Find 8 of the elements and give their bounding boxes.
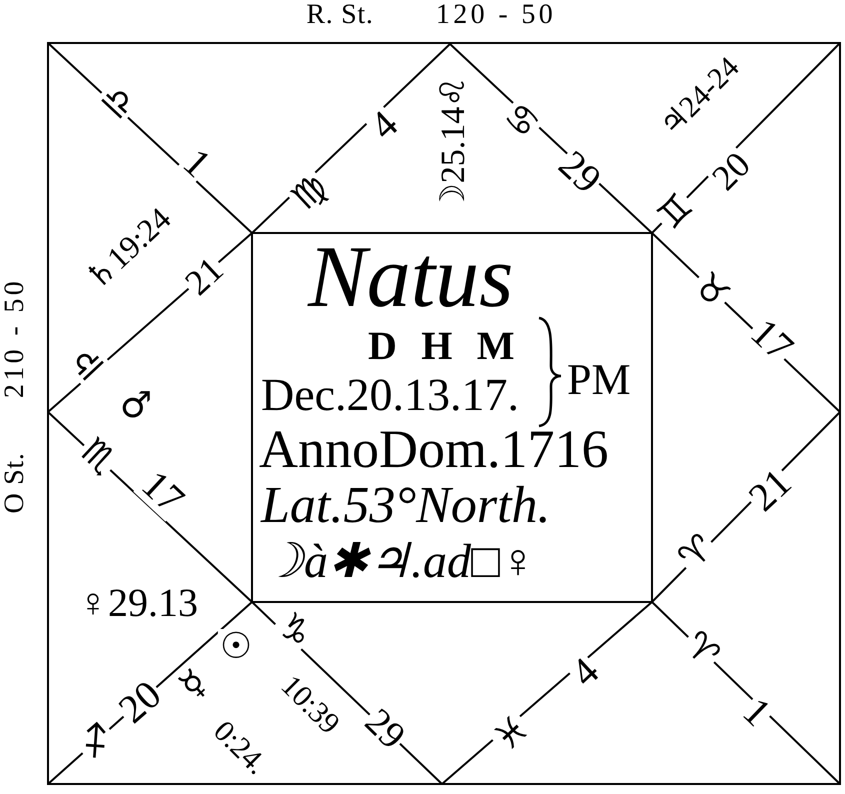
pm-label: PM	[567, 358, 631, 402]
year-text: AnnoDom.1716	[259, 422, 608, 476]
aspect-text: ☽à✱♃.ad□♀	[261, 538, 536, 586]
latitude-text: Lat.53°North.	[261, 480, 551, 532]
center-panel	[251, 232, 653, 603]
time-units-label: D H M	[368, 326, 522, 366]
date-text: Dec.20.13.17.	[261, 372, 520, 418]
title-text: Natus	[308, 234, 514, 322]
